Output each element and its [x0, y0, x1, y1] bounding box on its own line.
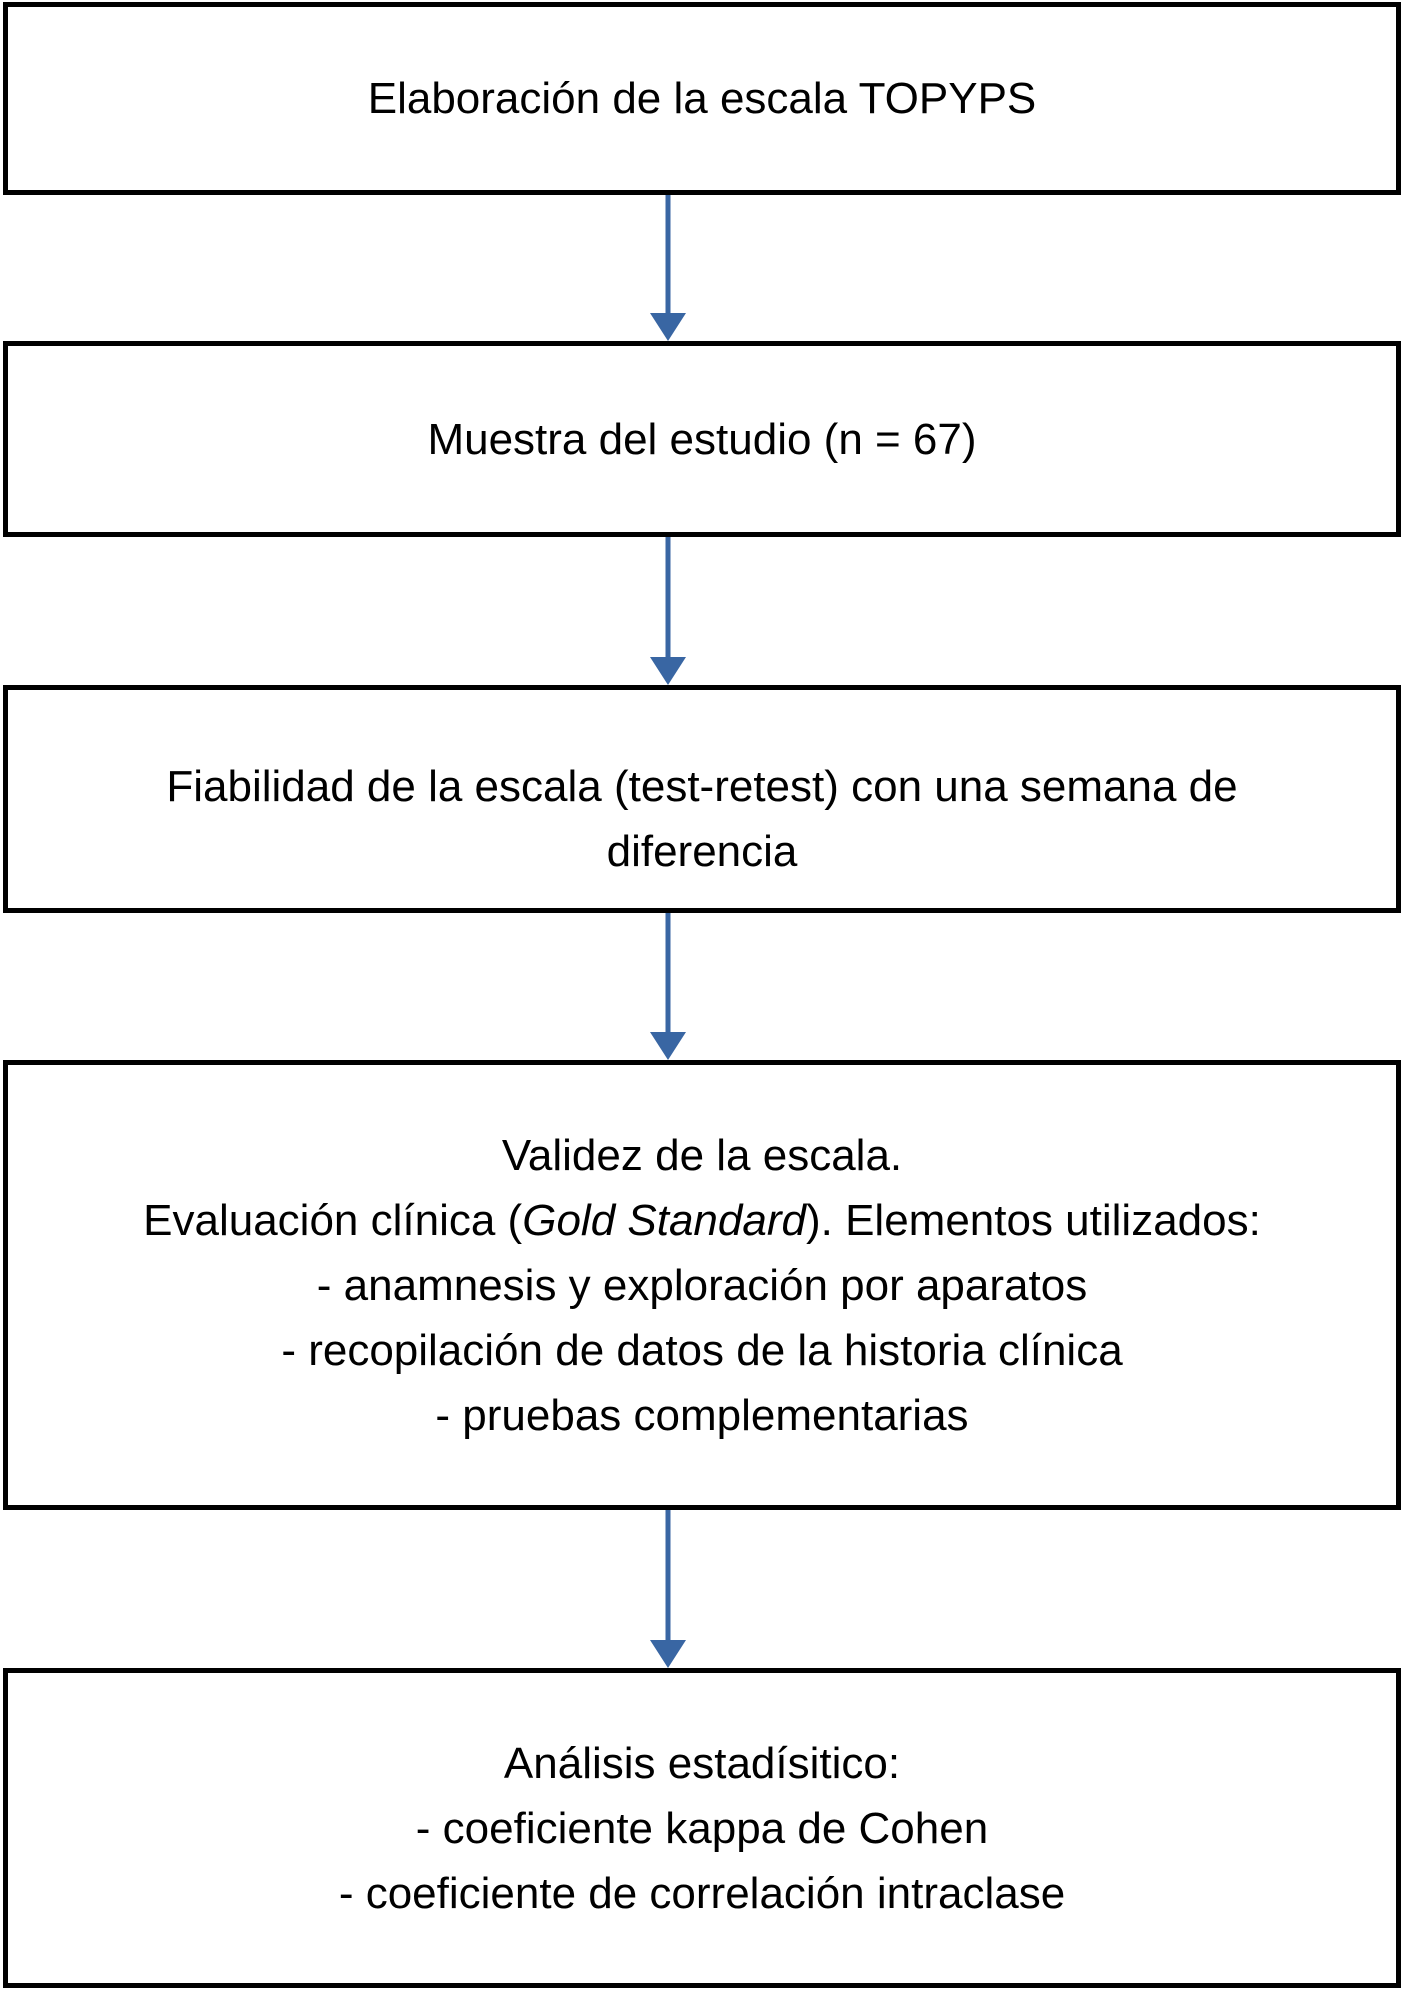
arrow-stem [665, 1510, 671, 1642]
down-arrow-4 [650, 1510, 686, 1668]
text-segment: ). Elementos utilizados: [805, 1195, 1261, 1245]
flow-box-text: Elaboración de la escala TOPYPS [367, 74, 1037, 123]
text-segment-italic: Gold Standard [522, 1195, 806, 1245]
flow-box-text: Muestra del estudio (n = 67) [427, 414, 977, 464]
flow-box-analisis: Análisis estadísitico: - coeficiente kap… [3, 1668, 1401, 1988]
flow-box-validez: Validez de la escala. Evaluación clínica… [3, 1060, 1401, 1510]
flow-box-text: Fiabilidad de la escala (test-retest) co… [166, 762, 1238, 811]
down-arrow-3 [650, 913, 686, 1060]
down-arrow-1 [650, 195, 686, 341]
arrow-stem [665, 195, 671, 315]
arrow-head-icon [650, 313, 686, 341]
arrow-head-icon [650, 1032, 686, 1060]
flow-box-text: diferencia [606, 827, 798, 876]
flow-box-text: - anamnesis y exploración por aparatos [316, 1260, 1088, 1310]
flow-box-text: - pruebas complementarias [435, 1390, 969, 1440]
arrow-head-icon [650, 1640, 686, 1668]
flow-box-elaboracion: Elaboración de la escala TOPYPS [3, 2, 1401, 195]
flow-box-text: Validez de la escala. [501, 1130, 903, 1180]
flow-box-text: - coeficiente kappa de Cohen [415, 1803, 989, 1853]
flow-box-text: - coeficiente de correlación intraclase [338, 1868, 1066, 1918]
arrow-head-icon [650, 657, 686, 685]
down-arrow-2 [650, 537, 686, 685]
flow-box-muestra: Muestra del estudio (n = 67) [3, 341, 1401, 537]
text-segment: Evaluación clínica ( [143, 1195, 523, 1245]
arrow-stem [665, 913, 671, 1034]
flow-box-fiabilidad: Fiabilidad de la escala (test-retest) co… [3, 685, 1401, 913]
arrow-stem [665, 537, 671, 659]
flow-box-text: - recopilación de datos de la historia c… [281, 1325, 1123, 1375]
flow-box-text: Análisis estadísitico: [503, 1738, 901, 1788]
flow-box-text: Evaluación clínica (Gold Standard). Elem… [143, 1188, 1261, 1253]
